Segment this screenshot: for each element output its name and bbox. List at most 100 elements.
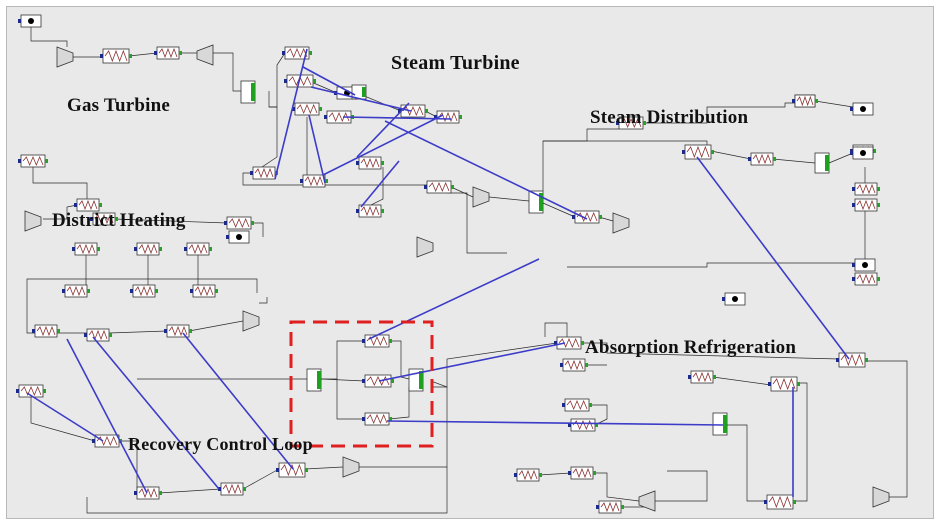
heat-exchanger-icon — [300, 174, 328, 188]
turbine-body — [242, 310, 260, 332]
port-out — [599, 215, 602, 219]
port-out — [793, 500, 796, 504]
port-in — [852, 203, 855, 207]
port-in — [722, 297, 725, 301]
heat-exchanger-zigzag — [566, 399, 588, 411]
port-out — [381, 161, 384, 165]
port-out — [159, 491, 162, 495]
connection-line — [30, 397, 96, 442]
heat-exchanger-zigzag — [438, 111, 458, 123]
heat-exchanger-icon — [836, 352, 868, 368]
port-in — [324, 115, 327, 119]
port-in — [90, 217, 93, 221]
port-out — [711, 150, 714, 154]
port-out — [773, 157, 776, 161]
heat-exchanger-zigzag — [328, 111, 350, 123]
heat-exchanger-zigzag — [572, 419, 594, 431]
connection-line — [542, 202, 576, 218]
port-in — [226, 235, 229, 239]
section-label-absorption-refrigeration: Absorption Refrigeration — [585, 337, 797, 358]
signal-line — [92, 336, 220, 490]
heat-exchanger-zigzag — [576, 211, 598, 223]
heat-exchanger-zigzag — [78, 199, 98, 211]
turbine-icon — [342, 456, 360, 478]
heat-exchanger-zigzag — [518, 469, 538, 481]
port-out — [87, 289, 90, 293]
connection-line — [567, 262, 855, 268]
heat-exchanger-icon — [356, 204, 384, 218]
port-in — [852, 263, 855, 267]
valve-icon — [814, 152, 830, 174]
port-in — [32, 329, 35, 333]
port-out — [319, 107, 322, 111]
heat-exchanger-zigzag — [620, 117, 642, 129]
valve-bar — [317, 371, 321, 389]
heat-exchanger-icon — [100, 48, 132, 64]
heat-exchanger-icon — [568, 418, 598, 432]
port-in — [62, 289, 65, 293]
port-in — [292, 107, 295, 111]
junction-icon — [850, 102, 874, 116]
port-out — [313, 79, 316, 83]
port-in — [72, 247, 75, 251]
port-out — [155, 289, 158, 293]
heat-exchanger-icon — [434, 110, 462, 124]
heat-exchanger-icon — [250, 166, 278, 180]
heat-exchanger-icon — [356, 156, 384, 170]
port-out — [179, 51, 182, 55]
heat-exchanger-icon — [688, 370, 716, 384]
heat-exchanger-icon — [224, 216, 254, 230]
heat-exchanger-icon — [72, 242, 100, 256]
junction-icon — [852, 258, 876, 272]
connection-line — [320, 378, 366, 382]
heat-exchanger-icon — [282, 46, 312, 60]
turbine-body — [638, 490, 656, 512]
port-out — [621, 505, 624, 509]
port-in — [100, 54, 103, 58]
connection-line — [388, 387, 410, 420]
signal-line — [308, 114, 326, 184]
port-out — [877, 187, 880, 191]
turbine-body — [416, 236, 434, 258]
connection-line — [727, 424, 767, 502]
heat-exchanger-zigzag — [360, 205, 380, 217]
connection-line — [389, 340, 410, 380]
heat-exchanger-icon — [130, 284, 158, 298]
connection-line — [188, 320, 244, 332]
port-out — [129, 54, 132, 58]
heat-exchanger-icon — [32, 324, 60, 338]
heat-exchanger-zigzag — [768, 495, 792, 509]
heat-exchanger-icon — [682, 144, 714, 160]
connection-line — [321, 340, 365, 380]
port-in — [836, 358, 839, 362]
heat-exchanger-icon — [764, 494, 796, 510]
port-in — [768, 382, 771, 386]
heat-exchanger-icon — [90, 212, 118, 226]
port-in — [282, 51, 285, 55]
signal-line — [696, 156, 850, 360]
signal-line — [386, 420, 724, 426]
port-in — [792, 99, 795, 103]
section-label-gas-turbine: Gas Turbine — [67, 95, 171, 116]
heat-exchanger-zigzag — [856, 183, 876, 195]
turbine-icon — [472, 186, 490, 208]
heat-exchanger-zigzag — [188, 243, 208, 255]
heat-exchanger-zigzag — [88, 329, 108, 341]
port-in — [398, 109, 401, 113]
signal-line — [302, 66, 356, 96]
connection-line — [814, 100, 854, 108]
port-out — [159, 247, 162, 251]
heat-exchanger-icon — [514, 468, 542, 482]
port-in — [300, 179, 303, 183]
section-label-recovery-control-loop: Recovery Control Loop — [128, 434, 313, 454]
heat-exchanger-icon — [568, 466, 596, 480]
port-in — [154, 51, 157, 55]
port-out — [99, 203, 102, 207]
connection-line — [589, 404, 608, 426]
port-in — [616, 121, 619, 125]
heat-exchanger-zigzag — [286, 47, 308, 59]
port-in — [434, 115, 437, 119]
port-out — [309, 51, 312, 55]
connection-line — [108, 330, 168, 334]
